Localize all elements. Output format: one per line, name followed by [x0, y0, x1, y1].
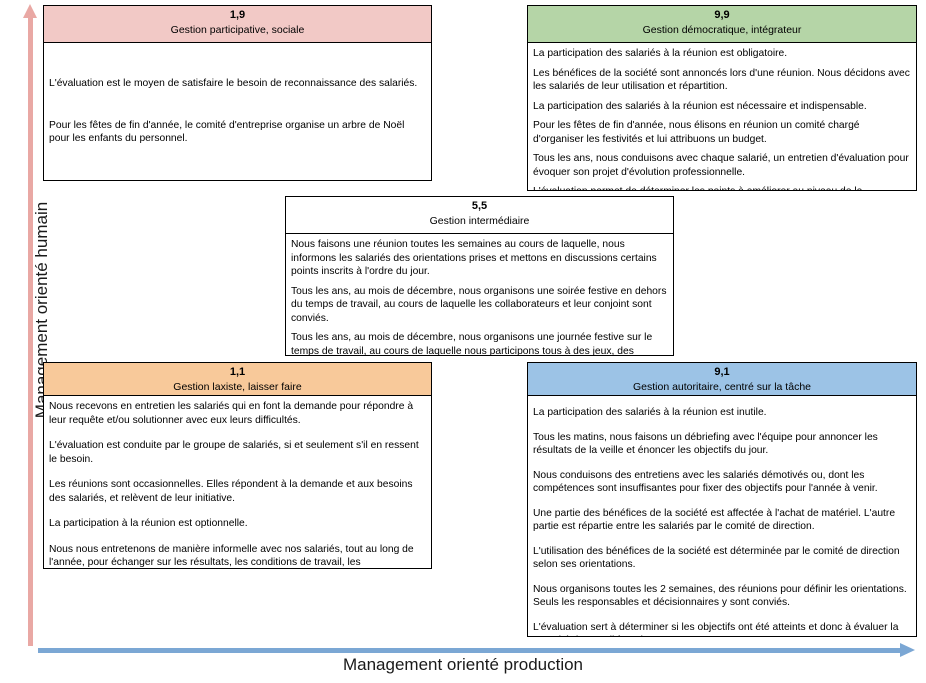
statement: La participation des salariés à la réuni… — [533, 407, 767, 418]
statement: L'évaluation permet de déterminer les po… — [533, 185, 911, 190]
grid-cell-9-1-header: 9,1 Gestion autoritaire, centré sur la t… — [528, 363, 916, 396]
grid-cell-9-1-code: 9,1 — [714, 366, 730, 378]
grid-cell-5-5: 5,5 Gestion intermédiaire Nous faisons u… — [285, 196, 674, 356]
statement: Nous recevons en entretien les salariés … — [49, 401, 414, 426]
statement: Les réunions sont occasionnelles. Elles … — [49, 479, 413, 504]
grid-cell-1-9-header: 1,9 Gestion participative, sociale — [44, 6, 431, 43]
grid-cell-5-5-title: Gestion intermédiaire — [429, 215, 530, 227]
y-axis-line — [28, 16, 33, 646]
grid-cell-9-9-title: Gestion démocratique, intégrateur — [642, 24, 802, 36]
grid-cell-9-9-body: La participation des salariés à la réuni… — [528, 43, 916, 190]
grid-cell-1-1-code: 1,1 — [229, 366, 246, 378]
x-axis-line — [38, 648, 906, 653]
statement: Nous conduisons des entretiens avec les … — [533, 469, 878, 495]
statement: Tous les ans, nous conduisons avec chaqu… — [533, 153, 909, 178]
grid-cell-9-1-title: Gestion autoritaire, centré sur la tâche — [632, 381, 811, 393]
grid-cell-1-9-code: 1,9 — [229, 9, 246, 21]
grid-cell-1-9-body: L'évaluation est le moyen de satisfaire … — [44, 43, 431, 178]
statement: Nous nous entretenons de manière informe… — [49, 543, 414, 569]
x-axis-label: Management orienté production — [342, 655, 584, 674]
statement: Une partie des bénéfices de la société e… — [533, 507, 896, 533]
statement: L'évaluation est conduite par le groupe … — [49, 440, 419, 465]
grid-cell-9-9-code: 9,9 — [714, 9, 730, 21]
grid-cell-1-9-title: Gestion participative, sociale — [170, 24, 305, 36]
statement: Nous organisons toutes les 2 semaines, d… — [533, 583, 907, 609]
grid-cell-9-9-header: 9,9 Gestion démocratique, intégrateur — [528, 6, 916, 43]
grid-cell-1-9: 1,9 Gestion participative, sociale L'éva… — [43, 5, 432, 181]
grid-cell-9-1-body: La participation des salariés à la réuni… — [528, 396, 916, 637]
statement: Tous les ans, au mois de décembre, nous … — [291, 285, 667, 324]
statement: La participation des salariés à la réuni… — [533, 48, 788, 59]
statement: Tous les matins, nous faisons un débrief… — [533, 431, 878, 457]
grid-cell-5-5-header: 5,5 Gestion intermédiaire — [286, 197, 673, 234]
grid-cell-5-5-code: 5,5 — [471, 200, 488, 212]
statement: La participation à la réunion est option… — [49, 518, 248, 529]
grid-cell-1-1-header: 1,1 Gestion laxiste, laisser faire — [44, 363, 431, 396]
grid-cell-1-1-body: Nous recevons en entretien les salariés … — [44, 396, 431, 569]
grid-cell-9-9: 9,9 Gestion démocratique, intégrateur La… — [527, 5, 917, 191]
statement: Les bénéfices de la société sont annoncé… — [533, 67, 910, 93]
x-axis-arrowhead-icon — [900, 643, 915, 657]
grid-cell-1-1-title: Gestion laxiste, laisser faire — [173, 381, 302, 393]
statement: L'utilisation des bénéfices de la sociét… — [533, 545, 900, 571]
statement: Nous faisons une réunion toutes les sema… — [291, 239, 657, 277]
statement: Tous les ans, au mois de décembre, nous … — [291, 332, 653, 356]
grid-cell-9-1: 9,1 Gestion autoritaire, centré sur la t… — [527, 362, 917, 637]
statement: La participation des salariés à la réuni… — [533, 100, 867, 112]
statement: L'évaluation sert à déterminer si les ob… — [533, 621, 899, 637]
statement: L'évaluation est le moyen de satisfaire … — [49, 78, 418, 89]
y-axis-arrowhead-icon — [23, 4, 37, 18]
statement: Pour les fêtes de fin d'année, nous élis… — [533, 120, 860, 145]
grid-cell-5-5-body: Nous faisons une réunion toutes les sema… — [286, 234, 673, 356]
statement: Pour les fêtes de fin d'année, le comité… — [49, 119, 405, 145]
grid-cell-1-1: 1,1 Gestion laxiste, laisser faire Nous … — [43, 362, 432, 569]
